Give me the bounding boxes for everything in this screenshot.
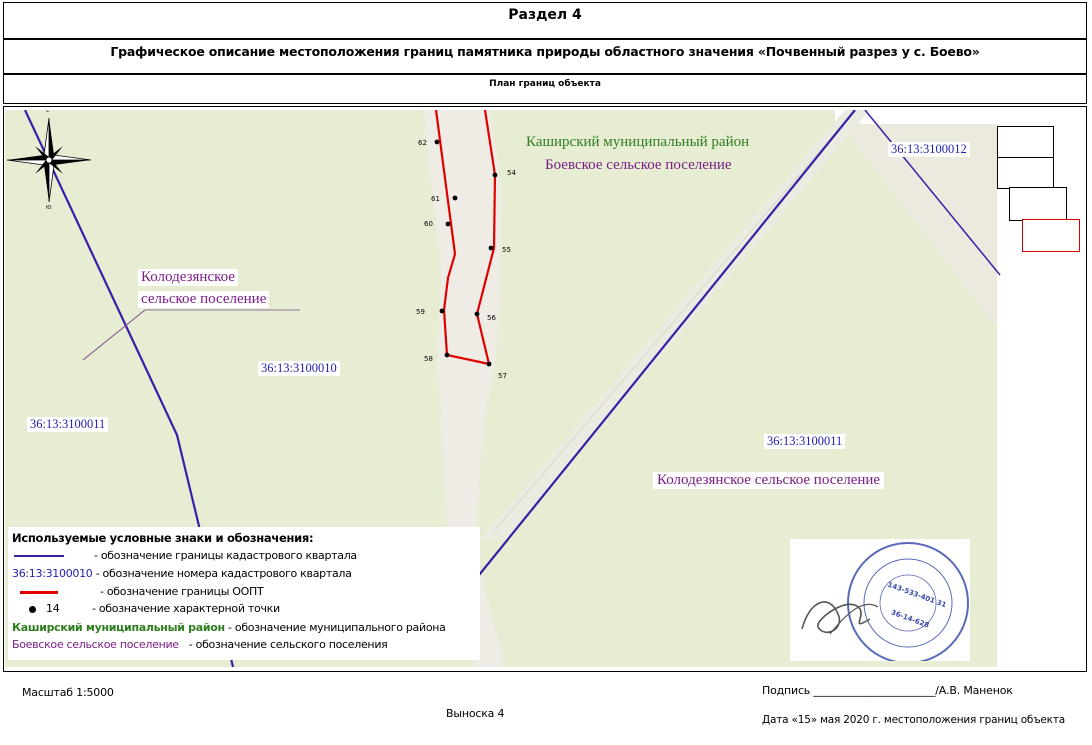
map-frame <box>3 106 1087 672</box>
cadastral-boundary-east <box>864 110 1001 276</box>
legend-row-district: Каширский муниципальный район - обозначе… <box>12 621 446 634</box>
road-edge-1 <box>494 110 856 531</box>
oopt-boundary <box>434 110 497 366</box>
callout-label: Выноска 4 <box>446 707 505 720</box>
compass-rose <box>6 117 92 203</box>
stamp-seal <box>801 542 969 661</box>
plan-subtitle: План границ объекта <box>489 79 601 89</box>
legend-settlement-name: Боевское сельское поселение <box>12 638 179 651</box>
legend-row-point: 14 - обозначение характерной точки <box>12 602 280 615</box>
legend-settlement-text: - обозначение сельского поселения <box>188 638 388 651</box>
point-label-58: 58 <box>424 355 433 363</box>
point-label-61: 61 <box>431 195 440 203</box>
point-label-55: 55 <box>502 246 511 254</box>
map-inset-box-3 <box>1009 187 1067 221</box>
settlement-kolod-full-label: Колодезянское сельское поселение <box>653 472 885 489</box>
map-inset-box-2 <box>997 157 1054 189</box>
point-60 <box>445 221 451 227</box>
point-label-62: 62 <box>418 139 427 147</box>
stamp-signature-area: 143-533-401 31 36-14-628 <box>790 539 970 661</box>
district-label: Каширский муниципальный район <box>522 134 754 151</box>
header-section-cell: Раздел 4 <box>3 2 1087 39</box>
point-54 <box>492 172 498 178</box>
blank-area-top <box>835 110 1085 124</box>
legend-district-text: - обозначение муниципального района <box>224 621 446 634</box>
road-corridor-east <box>830 110 1005 325</box>
point-62 <box>434 139 440 145</box>
ns-strip <box>423 110 505 667</box>
legend-cadastral-number-text: - обозначение номера кадастрового кварта… <box>92 567 352 580</box>
signature-line: Подпись _______________________/А.В. Ман… <box>762 684 1013 697</box>
point-label-56: 56 <box>487 314 496 322</box>
header-title-cell: Графическое описание местоположения гран… <box>3 39 1087 74</box>
compass-north-label: С <box>46 110 50 114</box>
point-label-60: 60 <box>424 220 433 228</box>
legend-cadastral-code: 36:13:3100010 <box>12 567 93 580</box>
map-inset-box-red <box>1022 219 1080 252</box>
point-56 <box>474 311 480 317</box>
legend-row-settlement: Боевское сельское поселение - обозначение… <box>12 638 388 651</box>
compass-south-label: Ю <box>46 205 52 211</box>
point-label-57: 57 <box>498 372 507 380</box>
legend-point-number: 14 <box>46 602 60 615</box>
cadastral-label-12: 36:13:3100012 <box>888 142 970 157</box>
map-inset-box-1 <box>997 126 1054 160</box>
legend-title: Используемые условные знаки и обозначени… <box>12 531 314 545</box>
diagonal-road <box>480 110 870 540</box>
point-59 <box>439 308 445 314</box>
point-58 <box>444 352 450 358</box>
cadastral-label-10: 36:13:3100010 <box>258 361 340 376</box>
legend-district-name: Каширский муниципальный район <box>12 621 225 634</box>
point-label-59: 59 <box>416 308 425 316</box>
legend-row-cadastral-line: - обозначение границы кадастрового кварт… <box>12 549 357 562</box>
point-label-54: 54 <box>507 169 516 177</box>
header-subtitle-cell: План границ объекта <box>3 74 1087 104</box>
legend: Используемые условные знаки и обозначени… <box>8 527 480 660</box>
point-55 <box>488 245 494 251</box>
characteristic-points <box>434 139 498 367</box>
scale-label: Масштаб 1:5000 <box>22 686 114 699</box>
legend-oopt-swatch <box>20 590 58 594</box>
point-61 <box>452 195 458 201</box>
legend-cadastral-line-text: - обозначение границы кадастрового кварт… <box>94 549 357 562</box>
legend-cadastral-line-swatch <box>14 555 64 557</box>
settlement-kolod-label-line1: Колодезянское <box>138 269 238 286</box>
point-57 <box>486 361 492 367</box>
legend-row-oopt: - обозначение границы ООПТ <box>12 585 264 598</box>
cadastral-boundary-diagonal <box>474 110 856 581</box>
legend-point-dot <box>29 605 36 613</box>
settlement-boevo-label: Боевское сельское поселение <box>541 157 736 174</box>
cadastral-label-11-right: 36:13:3100011 <box>764 434 846 449</box>
legend-row-cadastral-number: 36:13:3100010 - обозначение номера кадас… <box>12 567 352 580</box>
legend-point-text: - обозначение характерной точки <box>92 602 280 615</box>
legend-oopt-text: - обозначение границы ООПТ <box>100 585 264 598</box>
section-title: Раздел 4 <box>508 7 582 23</box>
date-line: Дата «15» мая 2020 г. местоположения гра… <box>762 714 1065 726</box>
page-title: Графическое описание местоположения гран… <box>110 44 980 59</box>
cadastral-label-11-left: 36:13:3100011 <box>27 417 109 432</box>
label-leader-line <box>82 309 146 361</box>
settlement-kolod-label-line2: сельское поселение <box>138 291 270 308</box>
